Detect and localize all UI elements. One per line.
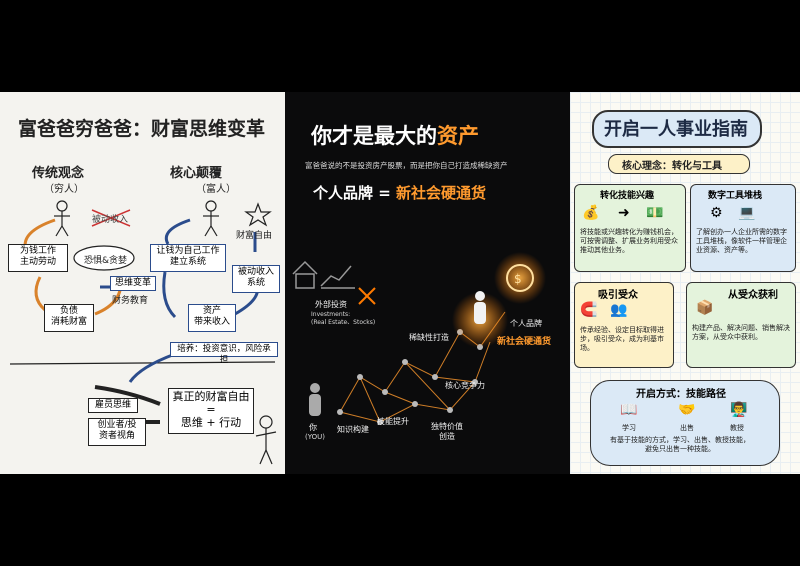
wealth-freedom-label: 财富自由 [236,231,273,241]
step-teach: 教授 [730,424,744,432]
fear-greed-label: 恐惧&贪婪 [84,256,128,266]
true-freedom-box: 真正的财富自由 = 思维 + 行动 [168,388,254,434]
convert-skill-text: 将技能或兴趣转化为赚钱机会，可按需调整、扩展业务利用受众推动其他业务。 [580,228,678,254]
magnet-icon: 🧲 [580,302,598,318]
glowing-person-icon [474,291,486,324]
house-stocks-icon [292,260,355,289]
you-label: 你 [309,423,317,432]
attract-audience-text: 传承经验、设定目标取得进步，吸引受众，成为利基市场。 [580,326,664,352]
liabilities-box: 负债 消耗财富 [44,304,94,332]
gear-icon: ⚙ [710,205,723,221]
panel2-title: 你才是最大的资产 [311,120,479,150]
profit-label: 从受众获利 [728,290,778,301]
poor-figure-icon [54,200,70,237]
digital-tools-text: 了解创办一人企业所需的数字工具堆栈，像软件一样管理企业资源、资产等。 [696,228,787,254]
you-person-icon [309,383,321,416]
book-icon: 📖 [620,402,638,418]
poor-label: （穷人） [44,184,84,195]
step-sell: 出售 [680,424,694,432]
scarcity-label: 稀缺性打造 [409,333,449,342]
headline-accent: 新社会硬通货 [396,184,487,202]
guide-title: 开启一人事业指南 [604,119,748,140]
passive-system-box: 被动收入 系统 [232,265,280,293]
digital-tools-label: 数字工具堆栈 [708,191,763,201]
assets-box: 资产 带来收入 [188,304,236,332]
headline-main: 个人品牌 = [313,184,397,202]
panel-solo-business-guide: 开启一人事业指南 核心理念：转化与工具 转化技能兴趣 💰 ➜ 💵 将技能或兴趣转… [570,92,800,474]
panel-rich-dad-mindset: 富爸爸穷爸爸：财富思维变革 传统观念 （穷人） 核心颠覆 （富人） [0,92,285,474]
step-learn: 学习 [622,424,636,432]
box-icon: 📦 [696,300,714,316]
convert-skill-card [574,184,686,272]
you-en-label: (YOU) [305,433,325,441]
panel2-headline: 个人品牌 = 新社会硬通货 [313,182,486,203]
teacher-icon: 👨‍🏫 [730,402,748,418]
hard-currency-label: 新社会硬通货 [497,337,552,347]
core-subversion-header: 核心颠覆 [170,166,223,181]
profit-text: 构建产品、解决问题、销售解决方案，从受众中获利。 [692,324,790,341]
unique-value-label: 独特价值 创造 [431,422,463,441]
rich-label: （富人） [196,184,236,195]
rich-figure-icon [203,200,219,237]
outside-invest-label: 外部投资 [315,300,347,309]
growth-network-illustration: $ [292,252,546,425]
panel2-title-accent: 资产 [437,124,479,148]
svg-text:$: $ [514,272,522,286]
core-idea-banner [608,154,750,174]
arrow-right-icon: ➜ [618,205,630,221]
people-icon: 👥 [610,302,628,318]
skill-path-label: 开启方式：技能路径 [636,389,726,400]
attract-audience-label: 吸引受众 [598,290,638,301]
knowledge-label: 知识构建 [337,425,369,434]
money-works-box: 让钱为自己工作 建立系统 [150,244,226,272]
employee-mindset-box: 雇员思维 [88,398,138,413]
core-idea-label: 核心理念：转化与工具 [622,161,722,172]
core-competitiveness-label: 核心竞争力 [445,381,485,390]
panel2-title-main: 你才是最大的 [311,124,437,148]
profit-card [686,282,796,368]
money-bag-icon: 💰 [582,205,600,221]
cultivate-box: 培养：投资意识，风险承担 [170,342,278,365]
guide-title-cloud [592,110,762,148]
skill-path-cloud [590,380,780,466]
businessman-icon [255,415,277,465]
star-icon [244,202,272,227]
handshake-icon: 🤝 [678,402,696,418]
convert-skill-label: 转化技能兴趣 [600,191,655,201]
outside-invest-en: Investments: (Real Estate、Stocks) [311,311,376,326]
entrepreneur-view-box: 创业者/投 资者视角 [88,418,146,446]
financial-education-label: 财务教育 [112,296,149,306]
skill-path-text: 有基于技能的方式，学习、出售、教授技能， 避免只出售一种技能。 [610,436,750,453]
mindset-shift-box: 思维变革 [110,276,156,291]
panel2-subtitle: 富爸爸说的不是投资房产股票，而是把你自己打造成稀缺资产 [305,161,508,170]
attract-audience-card [574,282,674,368]
coin-icon [506,264,534,292]
cash-icon: 💵 [646,205,664,221]
skill-up-label: 技能提升 [377,417,409,426]
laptop-icon: 💻 [738,205,756,221]
panel-you-are-asset: 你才是最大的资产 富爸爸说的不是投资房产股票，而是把你自己打造成稀缺资产 个人品… [285,92,570,474]
personal-brand-label: 个人品牌 [510,319,542,328]
panel1-title: 富爸爸穷爸爸：财富思维变革 [18,118,266,140]
fear-cloud [73,245,135,271]
traditional-header: 传统观念 [32,166,85,181]
digital-tools-card [690,184,796,272]
work-for-money-box: 为钱工作 主动劳动 [8,244,68,272]
passive-income-crossed: 被动收入 [92,215,129,225]
